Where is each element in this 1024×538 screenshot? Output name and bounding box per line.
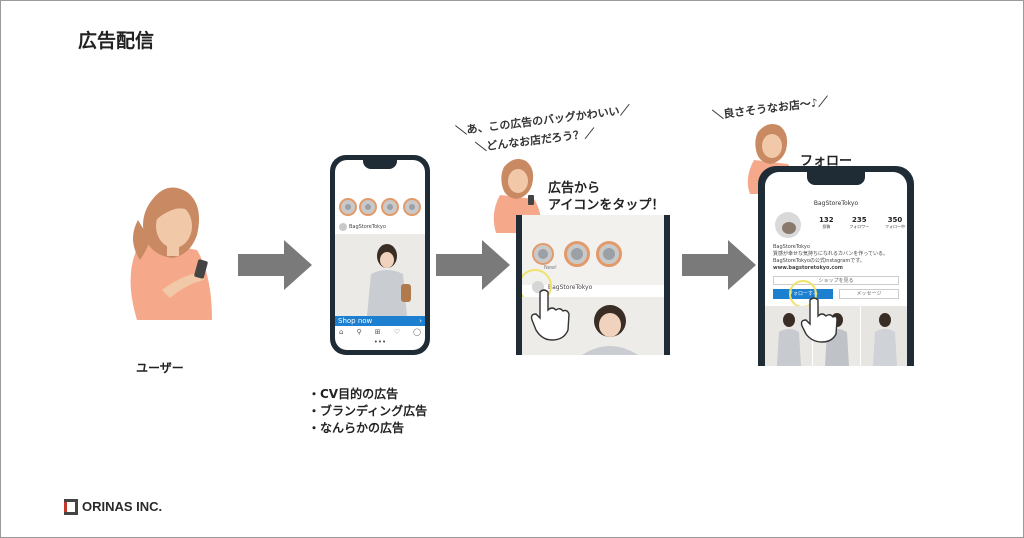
stat-following[interactable]: 350 フォロー中 [885, 216, 905, 229]
arrow-2 [436, 240, 510, 290]
more-dots[interactable]: ••• [373, 338, 387, 346]
step3-caption: フォロー [800, 154, 853, 169]
shop-button[interactable]: ショップを見る [773, 276, 899, 285]
profile-avatar[interactable] [775, 212, 801, 238]
user-label: ユーザー [136, 361, 184, 375]
slide-title: 広告配信 [78, 30, 155, 52]
ad-account-name[interactable]: BagStoreTokyo [349, 224, 386, 230]
ad-type-item: ・なんらかの広告 [308, 421, 405, 435]
pointing-hand-icon [800, 297, 838, 343]
arrow-1 [238, 240, 312, 290]
search-icon[interactable]: ⚲ [356, 328, 362, 336]
orinas-logo-icon [64, 499, 78, 515]
company-logo-text: ORINAS INC. [82, 499, 163, 514]
story-circle[interactable] [339, 198, 357, 216]
phone-zoom: New! BagStoreTokyo [516, 215, 670, 355]
shop-now-bar[interactable]: Shop now › [335, 316, 425, 326]
arrow-3 [682, 240, 756, 290]
story-circle[interactable] [532, 243, 554, 265]
step2-caption-line1: 広告から [548, 181, 601, 196]
grid-photo[interactable] [861, 306, 907, 366]
pointing-hand-icon [530, 289, 570, 341]
profile-bio: BagStoreTokyo 質感が幸せな気持ちになれるカバンを作っている。 Ba… [773, 244, 889, 271]
ad-type-list: ・CV目的の広告 ・ブランディング広告 ・なんらかの広告 [308, 386, 427, 437]
shop-now-chevron-icon: › [419, 317, 422, 325]
ad-type-item: ・ブランディング広告 [308, 404, 428, 418]
phone-notch [807, 172, 865, 185]
story-circle[interactable] [564, 241, 590, 267]
ad-type-item: ・CV目的の広告 [308, 387, 399, 401]
stat-posts[interactable]: 132 投稿 [819, 216, 834, 229]
step2-caption: 広告から アイコンをタップ！ [548, 180, 664, 214]
story-circle[interactable] [403, 198, 421, 216]
step2-caption-line2: アイコンをタップ！ [548, 198, 665, 213]
phone-ad: BagStoreTokyo Shop now › ⌂ ⚲ ⊞ ♡ ◯ ••• [330, 155, 430, 355]
ad-account-name[interactable]: BagStoreTokyo [548, 284, 593, 291]
ad-photo[interactable] [335, 234, 425, 316]
heart-icon[interactable]: ♡ [393, 328, 401, 336]
story-circle[interactable] [359, 198, 377, 216]
phone-ad-screen: BagStoreTokyo Shop now › ⌂ ⚲ ⊞ ♡ ◯ ••• [335, 160, 425, 350]
profile-icon[interactable]: ◯ [413, 328, 421, 336]
post-action-bar: ⌂ ⚲ ⊞ ♡ ◯ [339, 328, 421, 336]
home-icon[interactable]: ⌂ [339, 328, 344, 336]
phone-zoom-screen: New! BagStoreTokyo [522, 215, 664, 355]
grid-photo[interactable] [765, 306, 812, 366]
shop-now-label[interactable]: Shop now [338, 317, 373, 325]
story-circle[interactable] [596, 241, 622, 267]
new-badge: New! [544, 265, 557, 271]
message-button[interactable]: メッセージ [839, 289, 899, 299]
stat-followers[interactable]: 235 フォロワー [849, 216, 870, 229]
add-post-icon[interactable]: ⊞ [374, 328, 381, 336]
story-circle[interactable] [381, 198, 399, 216]
phone-notch [363, 160, 397, 169]
profile-username: BagStoreTokyo [813, 200, 859, 207]
profile-photo-grid [765, 306, 907, 366]
bio-link[interactable]: www.bagstoretokyo.com [773, 265, 843, 271]
profile-stats: 132 投稿 235 フォロワー 350 フォロー中 [819, 216, 905, 230]
user-illustration [130, 187, 212, 320]
account-avatar[interactable] [339, 223, 347, 231]
